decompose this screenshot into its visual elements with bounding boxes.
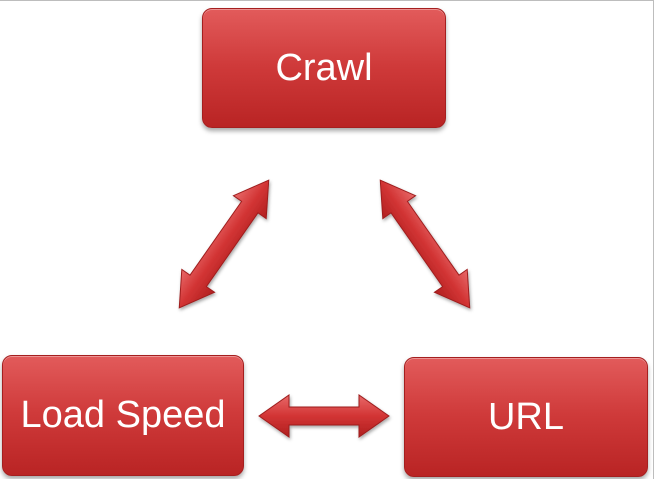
- node-load-speed-label: Load Speed: [20, 394, 226, 436]
- arrow-load-crawl: [178, 179, 270, 309]
- node-crawl: Crawl: [202, 8, 446, 128]
- arrow-load-url: [258, 394, 390, 438]
- arrow-crawl-url: [379, 179, 471, 309]
- node-crawl-label: Crawl: [275, 46, 373, 89]
- node-url: URL: [404, 357, 648, 477]
- node-url-label: URL: [487, 395, 565, 438]
- node-load-speed: Load Speed: [2, 355, 244, 476]
